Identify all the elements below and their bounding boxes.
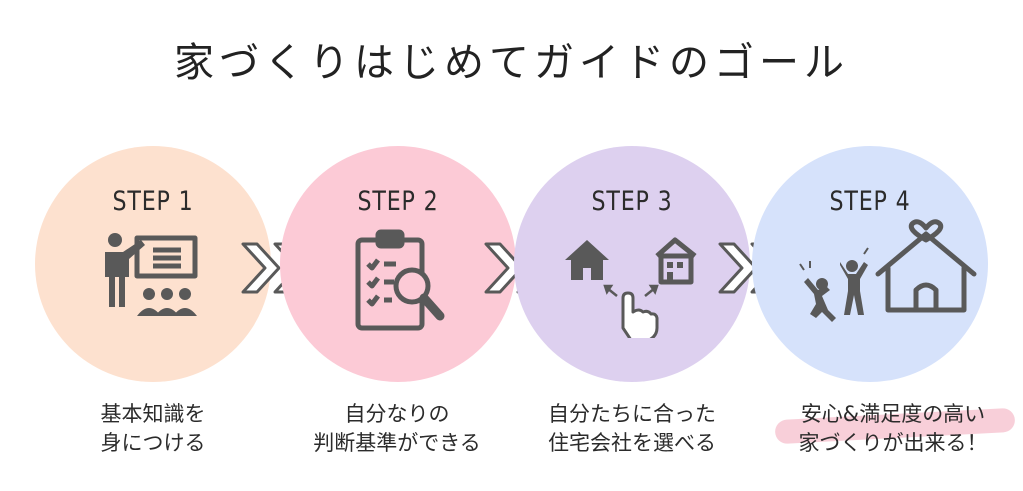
step-4-circle	[752, 146, 988, 382]
step-3-description: 自分たちに合った 住宅会社を選べる	[512, 400, 752, 458]
clipboard-magnifier-icon	[280, 228, 516, 348]
teacher-presentation-icon	[35, 228, 271, 348]
step-4-description: 安心&満足度の高い 家づくりが出来る！	[773, 400, 1013, 458]
step-3-desc-line2: 住宅会社を選べる	[548, 431, 716, 455]
choose-house-icon	[514, 228, 750, 348]
page-title: 家づくりはじめてガイドのゴール	[174, 40, 849, 86]
step-1-label: STEP 1	[112, 186, 194, 217]
step-2-circle	[280, 146, 516, 382]
step-3-desc-line1: 自分たちに合った	[548, 402, 716, 426]
step-4-desc-line1: 安心&満足度の高い	[800, 402, 986, 426]
step-2-desc-line1: 自分なりの	[344, 402, 450, 426]
step-3-label: STEP 3	[591, 186, 673, 217]
step-4-desc-line2: 家づくりが出来る！	[798, 431, 988, 455]
step-2-desc-line2: 判断基準ができる	[313, 431, 481, 455]
step-3-circle	[514, 146, 750, 382]
step-2-description: 自分なりの 判断基準ができる	[277, 400, 517, 458]
step-1-desc-line1: 基本知識を	[100, 402, 206, 426]
happy-home-icon	[760, 206, 996, 356]
step-1-description: 基本知識を 身につける	[33, 400, 273, 458]
step-1-desc-line2: 身につける	[100, 431, 206, 455]
step-2-label: STEP 2	[357, 186, 439, 217]
step-4-label: STEP 4	[829, 186, 911, 217]
